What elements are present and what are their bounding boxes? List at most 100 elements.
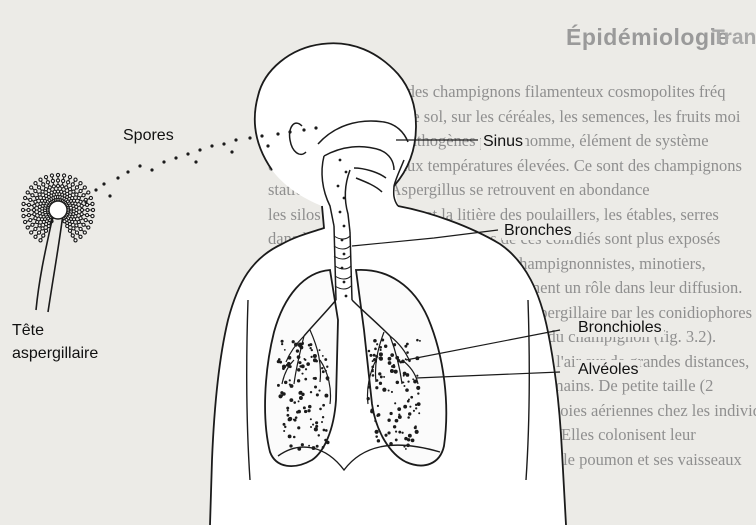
- conidium: [71, 183, 74, 186]
- alveolus: [298, 391, 302, 395]
- alveolus: [391, 365, 394, 368]
- alveolus: [298, 400, 300, 402]
- alveolus: [403, 445, 405, 447]
- alveolus: [383, 376, 385, 378]
- alveolus: [390, 369, 394, 373]
- alveolus: [297, 447, 301, 451]
- alveolus: [322, 446, 325, 449]
- conidium: [34, 235, 37, 238]
- alveolus: [406, 444, 410, 448]
- alveolus: [310, 418, 312, 420]
- conidium: [72, 227, 75, 230]
- alveolus: [375, 430, 379, 434]
- alveolus: [403, 405, 407, 409]
- alveolus: [296, 349, 299, 352]
- alveolus: [414, 426, 417, 429]
- alveolus: [380, 375, 383, 378]
- conidium: [33, 213, 36, 216]
- conidium: [74, 239, 77, 242]
- conidium: [26, 191, 29, 194]
- alveolus: [396, 381, 399, 384]
- conidium: [66, 181, 69, 184]
- alveolus: [375, 435, 377, 437]
- conidium: [29, 198, 32, 201]
- alveolus: [286, 414, 289, 417]
- conidium: [42, 183, 45, 186]
- conidium: [77, 220, 80, 223]
- alveolus: [418, 412, 420, 414]
- conidium: [79, 189, 82, 192]
- conidium: [79, 182, 82, 185]
- alveolus: [288, 356, 292, 360]
- alveolus: [308, 405, 312, 409]
- spore: [341, 267, 344, 270]
- alveolus: [299, 396, 303, 400]
- conidium: [71, 234, 74, 237]
- alveolus: [403, 375, 405, 377]
- alveolus: [323, 429, 326, 432]
- alveolus: [322, 370, 325, 373]
- alveolus: [367, 397, 370, 400]
- spore: [337, 185, 340, 188]
- alveolus: [326, 441, 330, 445]
- alveolus: [301, 443, 304, 446]
- alveolus: [375, 386, 378, 389]
- conidium: [34, 227, 37, 230]
- alveolus: [405, 448, 407, 450]
- alveolus: [407, 380, 409, 382]
- conidium: [85, 203, 88, 206]
- spore: [343, 197, 346, 200]
- conidium: [79, 227, 82, 230]
- alveolus: [393, 425, 396, 428]
- conidium: [34, 200, 37, 203]
- alveolus: [413, 380, 417, 384]
- alveolus: [387, 431, 390, 434]
- conidium: [62, 174, 65, 177]
- alveolus: [315, 421, 318, 424]
- alveolus: [401, 432, 403, 434]
- alveolus: [389, 442, 393, 446]
- conidium: [75, 186, 78, 189]
- alveolus: [298, 342, 302, 346]
- conidium: [37, 231, 40, 234]
- conidium: [80, 204, 83, 207]
- conidium: [68, 188, 71, 191]
- alveolus: [288, 417, 292, 421]
- alveolus: [292, 340, 295, 343]
- conidium: [41, 190, 44, 193]
- conidium: [83, 231, 86, 234]
- alveolus: [324, 394, 328, 398]
- conidium: [30, 231, 33, 234]
- alveolus: [415, 407, 417, 409]
- spore: [222, 142, 225, 145]
- spore: [126, 170, 129, 173]
- conidium: [86, 208, 89, 211]
- alveolus: [295, 416, 298, 419]
- alveolus: [394, 370, 398, 374]
- alveolus: [395, 356, 399, 360]
- conidium: [48, 186, 51, 189]
- alveolus: [294, 343, 298, 347]
- alveolus: [374, 420, 376, 422]
- alveolus: [379, 352, 383, 356]
- alveolus: [378, 372, 381, 375]
- conidium: [29, 218, 32, 221]
- spore: [260, 134, 263, 137]
- alveolus: [297, 379, 300, 382]
- alveolus: [308, 445, 310, 447]
- alveolus: [313, 377, 315, 379]
- conidium: [56, 173, 59, 176]
- alveolus: [402, 381, 404, 383]
- conidium: [84, 218, 87, 221]
- alveolus: [384, 345, 387, 348]
- label-sinus: Sinus: [481, 132, 525, 151]
- conidium: [56, 184, 59, 187]
- spore: [266, 144, 269, 147]
- spore: [345, 171, 348, 174]
- alveolus: [411, 439, 415, 443]
- alveolus: [304, 378, 307, 381]
- alveolus: [297, 426, 300, 429]
- label-bronches: Bronches: [502, 221, 574, 240]
- alveolus: [367, 386, 370, 389]
- alveolus: [403, 385, 405, 387]
